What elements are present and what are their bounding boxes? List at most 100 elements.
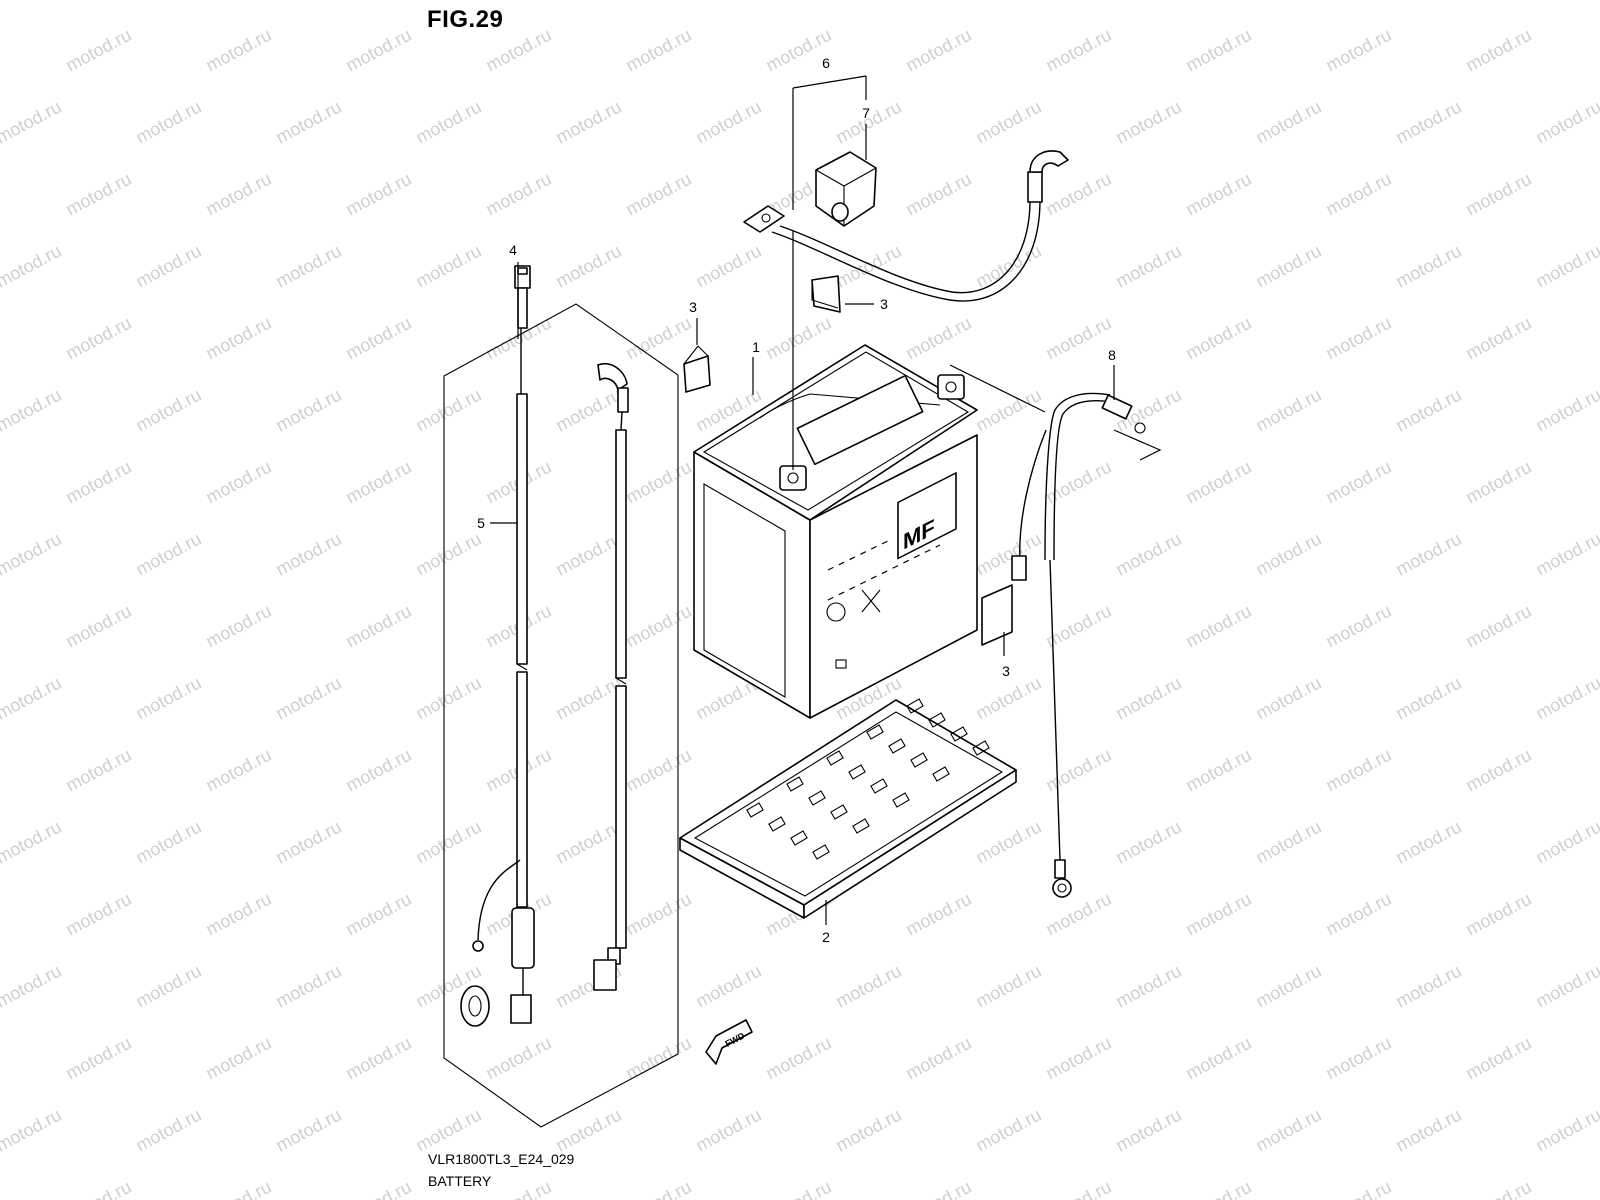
watermark-text: motod.ru — [202, 169, 274, 220]
watermark-text: motod.ru — [0, 241, 65, 292]
watermark-text: motod.ru — [1042, 1033, 1114, 1084]
watermark-text: motod.ru — [482, 25, 554, 76]
watermark-text: motod.ru — [62, 457, 134, 508]
watermark-text: motod.ru — [412, 385, 484, 436]
watermark-text: motod.ru — [1392, 529, 1464, 580]
tray-slots — [746, 698, 990, 860]
watermark-text: motod.ru — [1042, 25, 1114, 76]
watermark-text: motod.ru — [1532, 529, 1600, 580]
watermark-text: motod.ru — [1112, 241, 1184, 292]
tray-slot — [746, 802, 764, 818]
svg-text:2: 2 — [822, 929, 830, 945]
tray-slot — [768, 816, 786, 832]
watermark-text: motod.ru — [902, 169, 974, 220]
tray-slot — [888, 738, 906, 754]
watermark-text: motod.ru — [902, 1033, 974, 1084]
svg-text:3: 3 — [689, 299, 697, 315]
callout-8: 8 — [949, 347, 1162, 461]
watermark-text: motod.ru — [622, 457, 694, 508]
svg-text:7: 7 — [862, 105, 870, 121]
harness-set-box — [443, 303, 679, 1128]
watermark-text: motod.ru — [552, 385, 624, 436]
tray-slot — [866, 724, 884, 740]
watermark-text: motod.ru — [1532, 241, 1600, 292]
watermark-text: motod.ru — [342, 745, 414, 796]
watermark-text: motod.ru — [1252, 529, 1324, 580]
watermark-text: motod.ru — [1322, 25, 1394, 76]
watermark-text: motod.ru — [552, 1105, 624, 1156]
watermark-text: motod.ru — [1252, 0, 1324, 4]
watermark-text: motod.ru — [132, 241, 204, 292]
harness-cable[interactable] — [593, 363, 629, 991]
watermark-text: motod.ru — [1182, 1033, 1254, 1084]
watermark-text: motod.ru — [1182, 601, 1254, 652]
lead-wire[interactable] — [460, 265, 535, 1027]
callout-4: 4 — [509, 242, 519, 339]
watermark-text: motod.ru — [1112, 817, 1184, 868]
watermark-text: motod.ru — [1532, 817, 1600, 868]
watermark-text: motod.ru — [692, 1105, 764, 1156]
tray-slot — [906, 698, 924, 714]
watermark-text: motod.ru — [132, 0, 204, 4]
watermark-text: motod.ru — [1252, 673, 1324, 724]
watermark-text: motod.ru — [272, 817, 344, 868]
battery-tray[interactable] — [679, 698, 1017, 919]
watermark-text: motod.ru — [202, 1177, 274, 1200]
watermark-text: motod.ru — [832, 0, 904, 4]
watermark-text: motod.ru — [1042, 745, 1114, 796]
figure-title: FIG.29 — [427, 6, 504, 33]
watermark-text: motod.ru — [272, 673, 344, 724]
pad-left[interactable] — [683, 345, 711, 393]
watermark-text: motod.ru — [902, 889, 974, 940]
watermark-text: motod.ru — [1462, 457, 1534, 508]
watermark-text: motod.ru — [1322, 457, 1394, 508]
watermark-text: motod.ru — [482, 1177, 554, 1200]
watermark-text: motod.ru — [1392, 0, 1464, 4]
watermark-text: motod.ru — [412, 1105, 484, 1156]
watermark-text: motod.ru — [552, 817, 624, 868]
watermark-text: motod.ru — [1112, 673, 1184, 724]
watermark-text: motod.ru — [1392, 1105, 1464, 1156]
watermark-text: motod.ru — [272, 0, 344, 4]
pad-right[interactable] — [981, 584, 1013, 646]
watermark-text: motod.ru — [342, 889, 414, 940]
watermark-text: motod.ru — [832, 1105, 904, 1156]
pad-top[interactable] — [811, 275, 841, 313]
watermark-text: motod.ru — [1392, 385, 1464, 436]
cable-minus[interactable] — [1011, 392, 1146, 898]
watermark-text: motod.ru — [62, 313, 134, 364]
watermark-text: motod.ru — [1182, 313, 1254, 364]
watermark-text: motod.ru — [1322, 169, 1394, 220]
svg-text:3: 3 — [880, 296, 888, 312]
tray-slot — [892, 792, 910, 808]
tray-slot — [830, 804, 848, 820]
watermark-text: motod.ru — [412, 817, 484, 868]
watermark-text: motod.ru — [132, 673, 204, 724]
svg-text:1: 1 — [752, 339, 760, 355]
svg-text:4: 4 — [509, 242, 517, 258]
watermark-text: motod.ru — [1462, 313, 1534, 364]
tray-slot — [786, 776, 804, 792]
cover[interactable] — [815, 151, 877, 227]
watermark-text: motod.ru — [622, 169, 694, 220]
watermark-text: motod.ru — [412, 0, 484, 4]
battery[interactable]: MF — [693, 344, 978, 719]
watermark-text: motod.ru — [1532, 673, 1600, 724]
svg-text:6: 6 — [822, 55, 830, 71]
watermark-text: motod.ru — [1462, 889, 1534, 940]
watermark-text: motod.ru — [1182, 169, 1254, 220]
watermark-text: motod.ru — [482, 1033, 554, 1084]
watermark-text: motod.ru — [692, 97, 764, 148]
watermark-text: motod.ru — [1532, 1105, 1600, 1156]
watermark-text: motod.ru — [1042, 889, 1114, 940]
watermark-text: motod.ru — [1252, 241, 1324, 292]
tray-slot — [928, 712, 946, 728]
watermark-text: motod.ru — [552, 0, 624, 4]
svg-text:3: 3 — [1002, 663, 1010, 679]
watermark-text: motod.ru — [1322, 1033, 1394, 1084]
watermark-text: motod.ru — [832, 961, 904, 1012]
cable-plus[interactable] — [743, 150, 1069, 302]
watermark-text: motod.ru — [1392, 961, 1464, 1012]
watermark-text: motod.ru — [202, 601, 274, 652]
watermark-text: motod.ru — [1112, 97, 1184, 148]
